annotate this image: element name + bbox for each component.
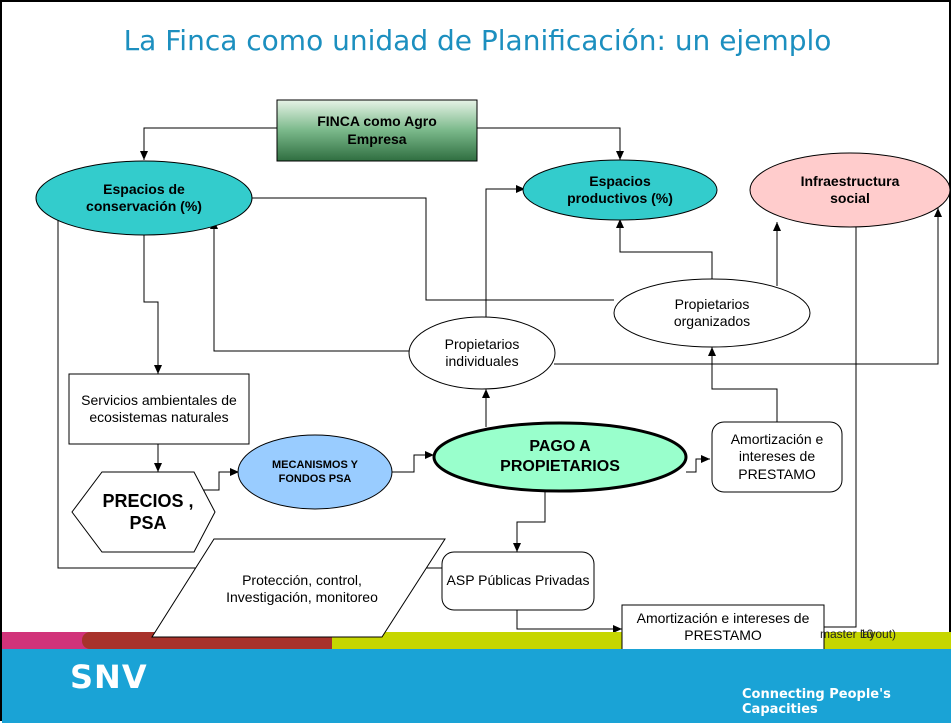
arrow-precios-to-mecanismos bbox=[194, 468, 239, 491]
footer-band bbox=[2, 649, 951, 723]
conservacion-node-label: Espacios de conservación (%) bbox=[86, 180, 202, 215]
arrow-amortizacion2-to-infraestructura bbox=[824, 200, 860, 628]
arrow-amortizacion1-to-organizados bbox=[708, 347, 778, 422]
arrow-finca-to-productivos bbox=[477, 127, 624, 160]
amortizacion1-node-shape bbox=[711, 421, 843, 493]
arrow-mecanismos-to-pago bbox=[392, 451, 434, 473]
organizados-node-label: Propietarios organizados bbox=[673, 295, 751, 330]
brand-logo: SNV bbox=[70, 658, 148, 696]
page-number: 10 bbox=[860, 627, 874, 641]
mecanismos-node-label: MECANISMOS Y FONDOS PSA bbox=[272, 459, 358, 485]
asp-node-label: ASP Públicas Privadas bbox=[446, 572, 590, 589]
organizados-node-shape bbox=[613, 278, 811, 348]
arrow-individuales-to-productivos bbox=[485, 185, 525, 334]
mecanismos-node-shape bbox=[237, 434, 393, 510]
conservacion-node-shape bbox=[35, 160, 253, 236]
precios-node-shape bbox=[71, 471, 216, 553]
arrow-pago-to-amortizacion1 bbox=[686, 455, 710, 473]
arrow-organizados-to-conservacion bbox=[242, 194, 614, 301]
arrow-asp-to-amortizacion2 bbox=[516, 610, 622, 633]
arrow-conservacion-to-servicios bbox=[143, 234, 162, 374]
master-layout-note: master layout) bbox=[820, 627, 896, 641]
finca-node-label: FINCA como Agro Empresa bbox=[317, 113, 437, 147]
proteccion-node-label: Protección, control, Investigación, moni… bbox=[226, 571, 378, 606]
master-layout-text: master layout) bbox=[820, 627, 897, 641]
amortizacion1-node-label: Amortización e intereses de PRESTAMO bbox=[730, 430, 824, 482]
pago-node-label: PAGO A PROPIETARIOS bbox=[500, 438, 620, 475]
slide-title: La Finca como unidad de Planificación: u… bbox=[123, 24, 832, 57]
arrow-organizados-to-productivos bbox=[616, 219, 713, 280]
servicios-node-shape bbox=[68, 373, 250, 445]
arrow-finca-to-conservacion bbox=[140, 127, 277, 160]
asp-node-shape bbox=[441, 551, 595, 611]
amortizacion2-node-shape bbox=[621, 604, 825, 651]
productivos-node-label: Espacios productivos (%) bbox=[567, 172, 673, 207]
brand-tagline: Connecting People's Capacities bbox=[742, 687, 891, 717]
arrow-individuales-to-conservacion bbox=[210, 220, 410, 352]
individuales-node-shape bbox=[408, 316, 556, 390]
infraestructura-node-shape bbox=[749, 152, 951, 228]
arrow-pago-to-asp bbox=[513, 486, 546, 552]
infraestructura-node-label: Infraestructura social bbox=[800, 172, 900, 207]
pago-node-shape bbox=[432, 421, 688, 493]
productivos-node-shape bbox=[522, 159, 718, 221]
amortizacion2-node-label: Amortización e intereses de PRESTAMO bbox=[636, 609, 810, 644]
proteccion-node-shape bbox=[151, 538, 446, 638]
individuales-node-label: Propietarios individuales bbox=[444, 335, 520, 370]
finca-node-shape bbox=[276, 99, 478, 162]
servicios-node-label: Servicios ambientales de ecosistemas nat… bbox=[81, 391, 237, 426]
precios-node-label: PRECIOS , PSA bbox=[102, 490, 194, 534]
footer-stripe-magenta bbox=[2, 632, 97, 649]
arrow-individuales-to-infraestructura bbox=[554, 208, 942, 365]
